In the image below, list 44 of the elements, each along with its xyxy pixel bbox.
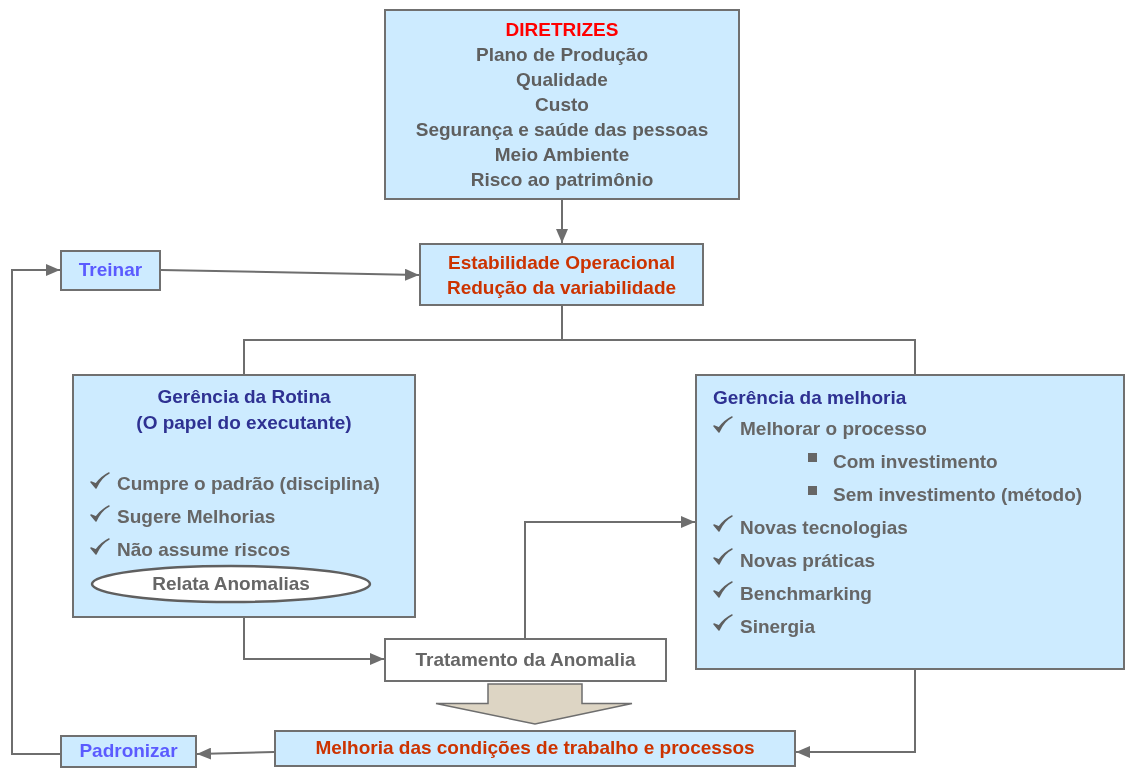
- node-label: Segurança e saúde das pessoas: [415, 119, 709, 140]
- node-label: Qualidade: [516, 69, 608, 90]
- node-label: Custo: [535, 94, 589, 115]
- connector-arrow: [556, 199, 568, 244]
- list-item: Novas tecnologias: [740, 515, 908, 540]
- process-box: [60, 250, 161, 291]
- process-box: [274, 730, 796, 767]
- node-label: Relata Anomalias: [152, 572, 310, 594]
- process-box: [60, 735, 197, 768]
- box-heading: DIRETRIZES: [505, 19, 619, 40]
- node-label: Plano de Produção: [475, 44, 649, 65]
- connector-arrow: [196, 747, 275, 760]
- box-subheading: (O papel do executante): [135, 411, 353, 435]
- node-label: Risco ao patrimônio: [470, 169, 654, 190]
- list-item: Benchmarking: [740, 581, 872, 606]
- list-item: Com investimento: [833, 449, 998, 474]
- node-label: Padronizar: [79, 740, 178, 762]
- connector-arrow: [243, 617, 385, 665]
- node-label: Treinar: [78, 259, 143, 281]
- node-label: Redução da variabilidade: [446, 276, 677, 298]
- guidelines-box: [384, 9, 740, 200]
- node-label: Tratamento da Anomalia: [415, 648, 636, 670]
- process-box: [384, 638, 667, 682]
- list-item: Melhorar o processo: [740, 416, 927, 441]
- improvement-management-box: [695, 374, 1125, 670]
- connector-arrow: [795, 669, 916, 758]
- node-label: Estabilidade Operacional: [448, 251, 675, 273]
- ellipse-node: [90, 564, 372, 604]
- box-heading: Gerência da melhoria: [713, 387, 907, 408]
- connector-arrow: [160, 268, 420, 281]
- list-item: Novas práticas: [740, 548, 876, 573]
- connector-arrow: [524, 516, 696, 639]
- list-item: Cumpre o padrão (disciplina): [117, 472, 380, 497]
- box-heading: Gerência da Rotina: [156, 385, 332, 409]
- connector-arrow: [11, 264, 61, 755]
- list-item: Sem investimento (método): [833, 482, 1083, 507]
- node-label: Meio Ambiente: [494, 144, 630, 165]
- list-item: Sinergia: [740, 614, 815, 639]
- routine-management-box: [72, 374, 416, 618]
- list-item: Não assume riscos: [117, 538, 291, 563]
- node-label: Melhoria das condições de trabalho e processos: [315, 737, 755, 759]
- list-item: Sugere Melhorias: [117, 505, 276, 530]
- block-arrow: [435, 683, 633, 725]
- process-box: [419, 243, 704, 306]
